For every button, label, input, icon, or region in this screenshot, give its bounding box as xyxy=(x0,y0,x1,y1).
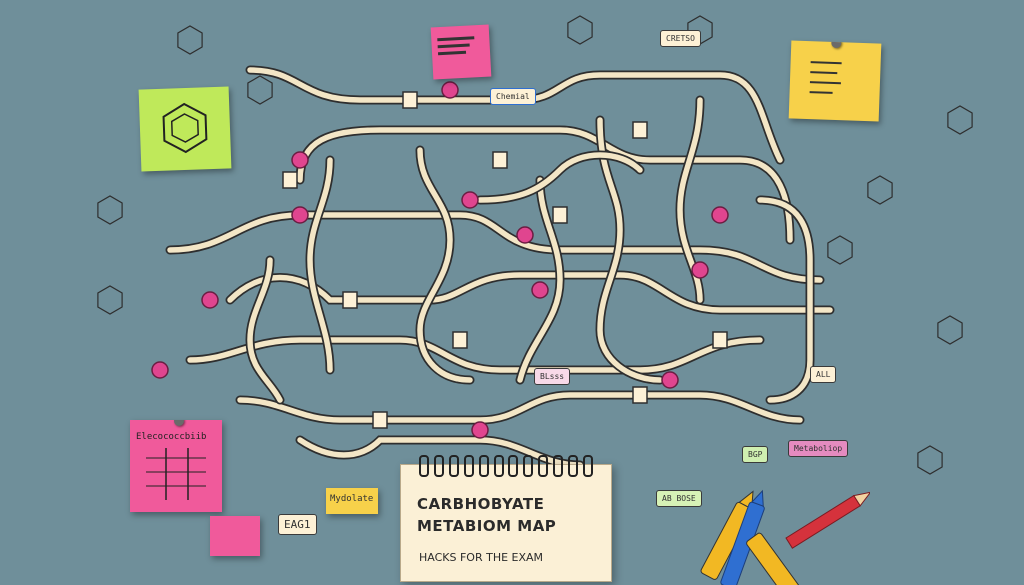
enzyme-node-9 xyxy=(531,281,549,299)
pipe-fill-5 xyxy=(237,392,803,423)
enzyme-node-3 xyxy=(441,81,459,99)
spiral-binding xyxy=(419,455,593,477)
molecule-scribble-8 xyxy=(97,285,123,315)
sticky-note-bottom-left xyxy=(210,516,260,556)
pipe-fill-11 xyxy=(517,177,563,383)
pipe-fill-0 xyxy=(247,67,783,163)
enzyme-node-10 xyxy=(291,151,309,169)
hexagon-molecule-icon xyxy=(162,102,208,154)
pipe-outline-12 xyxy=(755,195,815,405)
molecule-scribble-6 xyxy=(827,235,853,265)
yellow-note-label: Mydolate xyxy=(330,494,374,504)
binding-ring xyxy=(419,455,429,477)
enzyme-nodes xyxy=(151,81,729,439)
pipe-valves xyxy=(282,91,728,429)
molecule-scribble-0 xyxy=(177,25,203,55)
valve-3 xyxy=(342,291,358,309)
enzyme-node-1 xyxy=(461,191,479,209)
enzyme-node-11 xyxy=(711,206,729,224)
valve-0 xyxy=(402,91,418,109)
orange-marker-icon xyxy=(746,532,801,585)
pink-note-title: Elecococcbiib xyxy=(136,432,207,442)
valve-8 xyxy=(712,331,728,349)
molecule-scribbles xyxy=(97,15,973,475)
pipe-fill-10 xyxy=(307,157,333,373)
pipe-fill-6 xyxy=(297,437,583,468)
cretso-label: CRETSO xyxy=(660,30,701,47)
pipe-fill-4 xyxy=(187,337,763,373)
sticky-note-top-right-yellow xyxy=(788,40,882,122)
binding-ring xyxy=(523,455,534,477)
pipe-fill-7 xyxy=(597,117,663,383)
valve-5 xyxy=(632,386,648,404)
binding-ring xyxy=(508,455,519,477)
enzyme-node-8 xyxy=(471,421,489,439)
pathway-pipes xyxy=(165,65,835,470)
binding-ring xyxy=(463,455,474,477)
notepad-title-card: CARBHOBYATE METABIOM MAP HACKS FOR THE E… xyxy=(400,455,612,582)
map-subtitle: HACKS FOR THE EXAM xyxy=(419,551,544,564)
molecule-scribble-7 xyxy=(917,445,943,475)
sticky-note-left-green xyxy=(138,86,232,172)
sticky-note-top-pink xyxy=(430,24,492,80)
valve-6 xyxy=(282,171,298,189)
bgp-label: BGP xyxy=(742,446,769,463)
red-pencil-icon xyxy=(785,491,870,549)
map-title-line2: METABIOM MAP xyxy=(417,517,557,535)
enzyme-node-7 xyxy=(151,361,169,379)
enzyme-node-6 xyxy=(201,291,219,309)
sticky-note-bottom-yellow: Mydolate xyxy=(326,488,378,514)
all-label: ALL xyxy=(810,366,837,383)
valve-4 xyxy=(452,331,468,349)
markers-group xyxy=(700,489,870,585)
pipe-fill-8 xyxy=(417,147,473,383)
enzyme-node-2 xyxy=(516,226,534,244)
chemical-label: Chemial xyxy=(490,88,536,105)
binding-ring xyxy=(553,455,564,477)
enzyme-node-5 xyxy=(661,371,679,389)
eag-label: EAG1 xyxy=(278,514,317,535)
molecule-scribble-2 xyxy=(937,315,963,345)
valve-1 xyxy=(632,121,648,139)
pipe-fill-13 xyxy=(247,257,283,403)
molecule-scribble-1 xyxy=(867,175,893,205)
molecule-scribble-4 xyxy=(947,105,973,135)
molecule-scribble-3 xyxy=(97,195,123,225)
binding-ring xyxy=(433,455,444,477)
binding-ring xyxy=(448,455,459,477)
molecule-scribble-9 xyxy=(567,15,593,45)
molecule-scribble-5 xyxy=(247,75,273,105)
valve-2 xyxy=(492,151,508,169)
binding-ring xyxy=(538,455,549,477)
pipe-fill-2 xyxy=(167,212,823,283)
map-title-line1: CARBHOBYATE xyxy=(417,495,545,513)
ab-label: AB BOSE xyxy=(656,490,702,507)
pipe-fill-3 xyxy=(227,272,833,313)
pipe-fill-14 xyxy=(477,152,643,203)
metabolite-label: Metaboliop xyxy=(788,440,849,457)
binding-ring xyxy=(582,455,593,477)
valve-7 xyxy=(552,206,568,224)
binding-ring xyxy=(493,455,504,477)
pipe-fill-12 xyxy=(757,197,813,403)
sticky-note-left-pink: Elecococcbiib xyxy=(130,420,222,512)
enzyme-node-0 xyxy=(291,206,309,224)
valve-9 xyxy=(372,411,388,429)
enzyme-node-4 xyxy=(691,261,709,279)
binding-ring xyxy=(568,455,579,477)
binding-ring xyxy=(478,455,489,477)
chart-scribble-icon xyxy=(146,448,206,500)
blsss-label: BLsss xyxy=(534,368,571,385)
